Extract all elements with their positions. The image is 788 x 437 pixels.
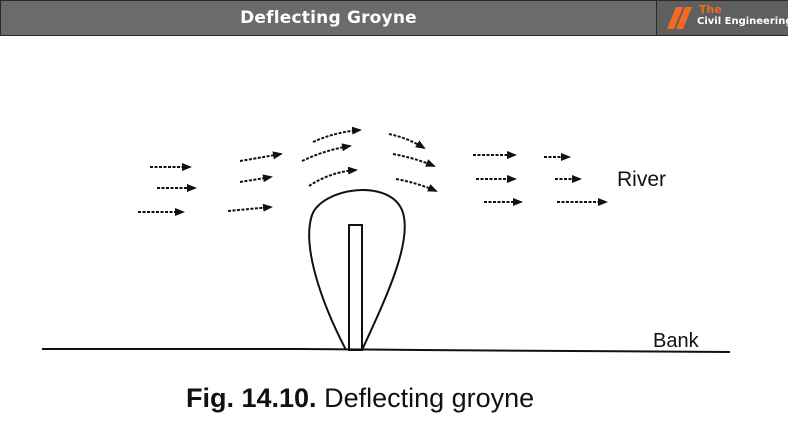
groyne-structure (348, 224, 363, 351)
page-title: Deflecting Groyne (240, 8, 417, 28)
diagram-canvas (42, 126, 731, 353)
flow-arrow (392, 153, 436, 167)
flow-arrow (301, 143, 352, 162)
figure-caption: Fig. 14.10. Deflecting groyne (186, 383, 534, 414)
flow-arrow (388, 133, 426, 150)
flow-arrow (395, 178, 438, 192)
flow-arrow (239, 151, 283, 162)
groyne-diagram: River Bank Fig. 14.10. Deflecting groyne (0, 36, 788, 437)
logo-the-text: The (699, 3, 722, 16)
river-label: River (617, 168, 667, 191)
flow-arrows-left (138, 151, 283, 216)
header-bar: Deflecting Groyne The Civil Engineering (0, 0, 788, 36)
figure-number: Fig. 14.10. (186, 383, 317, 413)
site-logo[interactable]: The Civil Engineering (656, 1, 788, 35)
flow-arrows-center (301, 126, 438, 192)
bank-line (42, 348, 731, 353)
flow-arrow (312, 126, 362, 143)
flow-arrow (308, 166, 358, 187)
figure-caption-text: Deflecting groyne (324, 383, 535, 413)
flow-arrows-right (473, 151, 608, 206)
bank-label: Bank (653, 330, 699, 352)
deflection-zone-outline (308, 189, 406, 351)
flow-arrow (239, 174, 273, 183)
logo-name-text: Civil Engineering (697, 16, 788, 27)
logo-stripes-icon (667, 7, 692, 29)
flow-arrow (227, 203, 273, 212)
